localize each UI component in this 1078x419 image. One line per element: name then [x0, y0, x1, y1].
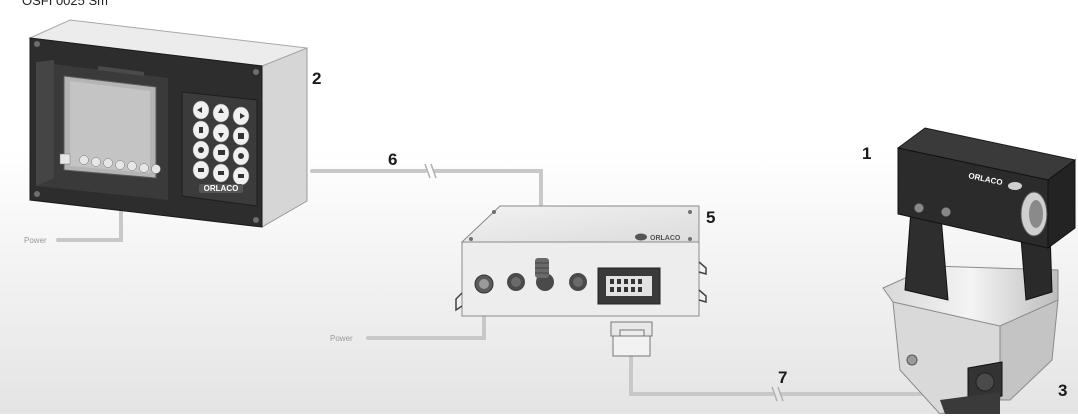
cable-7-plug	[610, 321, 653, 357]
monitor-power-label: Power	[24, 236, 47, 245]
monitor-bottom-buttons	[59, 153, 161, 174]
callout-camera: 1	[862, 144, 871, 163]
controlbox-connectors	[474, 258, 661, 305]
monitor-brand-label: ORLACO	[204, 184, 239, 193]
monitor: ORLACO	[28, 19, 308, 228]
callout-camera-connector: 3	[1058, 381, 1067, 400]
controlbox-power-label: Power	[330, 334, 353, 343]
callout-cable-6: 6	[388, 150, 397, 169]
callout-monitor: 2	[312, 69, 321, 88]
controlbox-brand-label: ORLACO	[650, 235, 681, 242]
callout-cable-7: 7	[778, 368, 787, 387]
camera: ORLACO	[882, 127, 1077, 415]
title-fragment: OSFI 0025 Sm	[22, 0, 108, 8]
cable-7-left	[629, 354, 774, 396]
control-box: ORLACO	[455, 205, 707, 317]
callout-control-box: 5	[706, 208, 715, 227]
cable-break-marks	[424, 163, 784, 402]
